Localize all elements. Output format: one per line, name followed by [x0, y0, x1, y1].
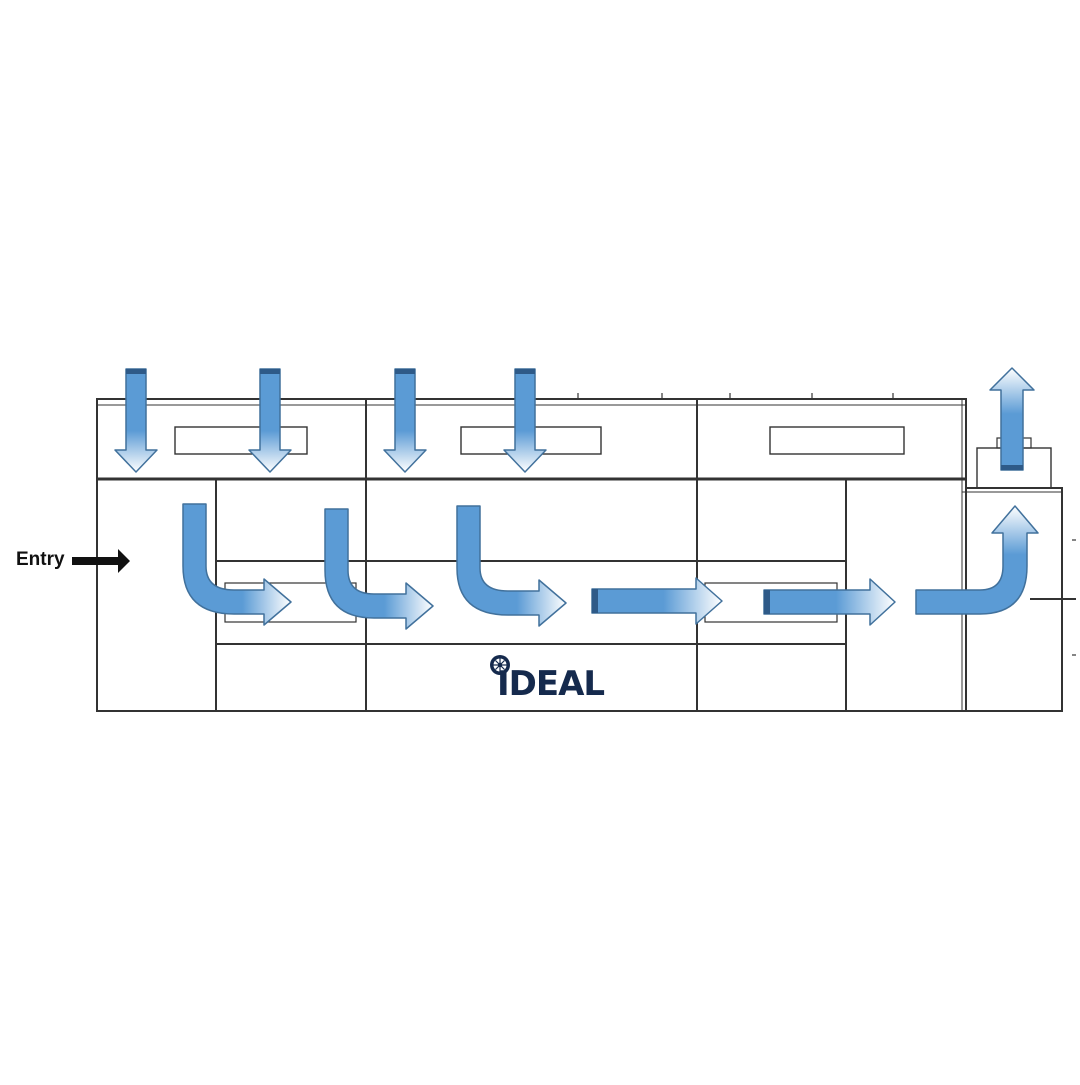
intake-arrow-4-cap: [515, 369, 535, 374]
curved-airflow-arrows: [182, 503, 567, 630]
intake-arrow-4: [503, 368, 547, 473]
exhaust-curved-arrow: [915, 505, 1039, 615]
exhaust-arrows: [915, 367, 1039, 615]
straight-arrow-2-cap: [764, 590, 770, 614]
intake-arrow-1-cap: [126, 369, 146, 374]
entry-arrow-icon: [72, 549, 130, 573]
intake-arrow-3-cap: [395, 369, 415, 374]
straight-arrow-2: [763, 578, 896, 626]
intake-arrow-2: [248, 368, 292, 473]
plenum-filter-1: [174, 426, 308, 455]
straight-arrow-1: [591, 577, 723, 625]
intake-arrows: [114, 368, 547, 473]
straight-arrow-1-cap: [592, 589, 598, 613]
intake-arrow-3: [383, 368, 427, 473]
roof-studs: [577, 393, 1076, 656]
exhaust-up-arrow: [989, 367, 1035, 471]
intake-arrow-1: [114, 368, 158, 473]
curved-arrow-2: [324, 508, 434, 630]
ideal-logo-text: IDEAL: [497, 664, 605, 704]
plenum-filter-3: [769, 426, 905, 455]
wheel-icon: [490, 655, 510, 675]
straight-airflow-arrows: [591, 577, 896, 626]
entry-label: Entry: [16, 549, 65, 570]
exhaust-up-arrow-cap: [1001, 465, 1023, 470]
curved-arrow-1: [182, 503, 292, 626]
curved-arrow-3: [456, 505, 567, 627]
intake-arrow-2-cap: [260, 369, 280, 374]
